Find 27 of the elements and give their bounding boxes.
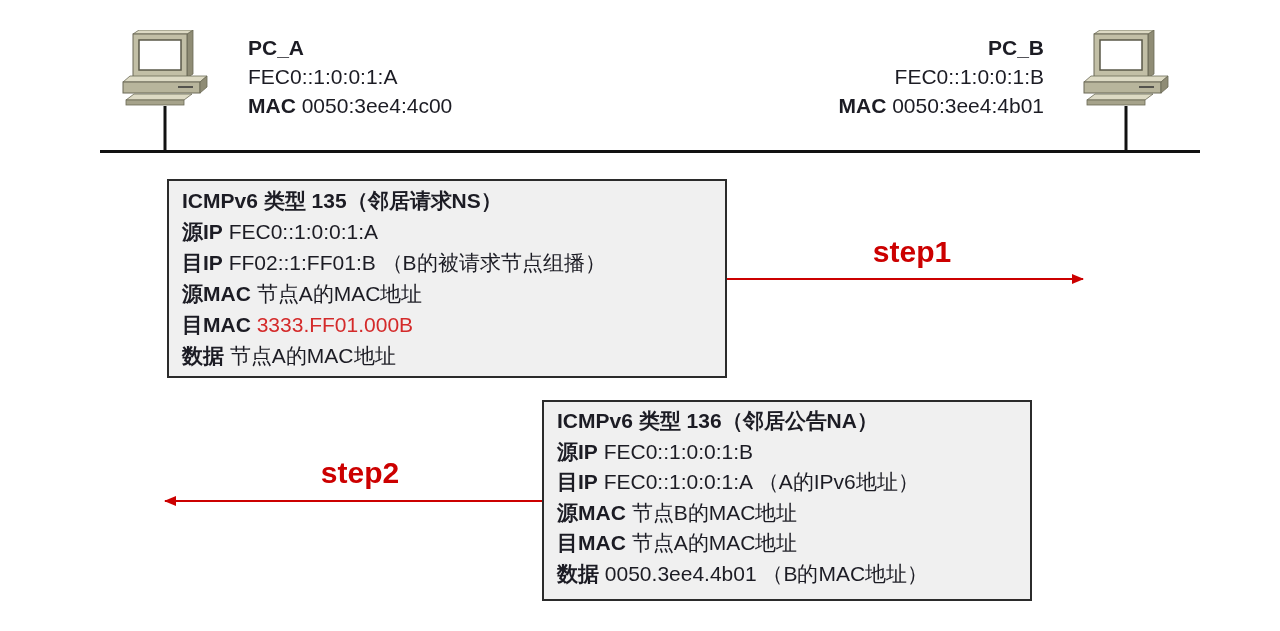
message-field: 目IP FEC0::1:0:0:1:A （A的IPv6地址） (557, 467, 919, 498)
message-field: 数据 节点A的MAC地址 (182, 340, 396, 371)
message-field: 源MAC 节点A的MAC地址 (182, 278, 423, 309)
message-field: 源IP FEC0::1:0:0:1:B (557, 436, 754, 467)
mac-address: MAC 0050:3ee4:4c00 (248, 93, 453, 119)
connector-line (163, 106, 167, 150)
message-box (542, 400, 1032, 601)
message-field: 目IP FF02::1:FF01:B （B的被请求节点组播） (182, 247, 606, 278)
arrow (726, 274, 1084, 284)
message-box (167, 179, 727, 378)
message-field: 源IP FEC0::1:0:0:1:A (182, 216, 379, 247)
ipv6-address: FEC0::1:0:0:1:A (248, 64, 398, 90)
arrow (164, 496, 543, 506)
message-field: 目MAC 节点A的MAC地址 (557, 528, 798, 559)
host-name: PC_A (248, 35, 305, 61)
ipv6-address: FEC0::1:0:0:1:B (894, 64, 1044, 90)
mac-address: MAC 0050:3ee4:4b01 (838, 93, 1044, 119)
host-name: PC_B (987, 35, 1044, 61)
connector-line (1124, 106, 1128, 150)
message-field: 目MAC 3333.FF01.000B (182, 309, 414, 340)
message-field: 源MAC 节点B的MAC地址 (557, 497, 798, 528)
computer-icon (1083, 30, 1169, 106)
message-heading: ICMPv6 类型 136（邻居公告NA） (557, 408, 878, 434)
network-bus-line (100, 150, 1200, 153)
message-field: 数据 0050.3ee4.4b01 （B的MAC地址） (557, 558, 929, 589)
message-heading: ICMPv6 类型 135（邻居请求NS） (182, 188, 502, 214)
computer-icon (122, 30, 208, 106)
